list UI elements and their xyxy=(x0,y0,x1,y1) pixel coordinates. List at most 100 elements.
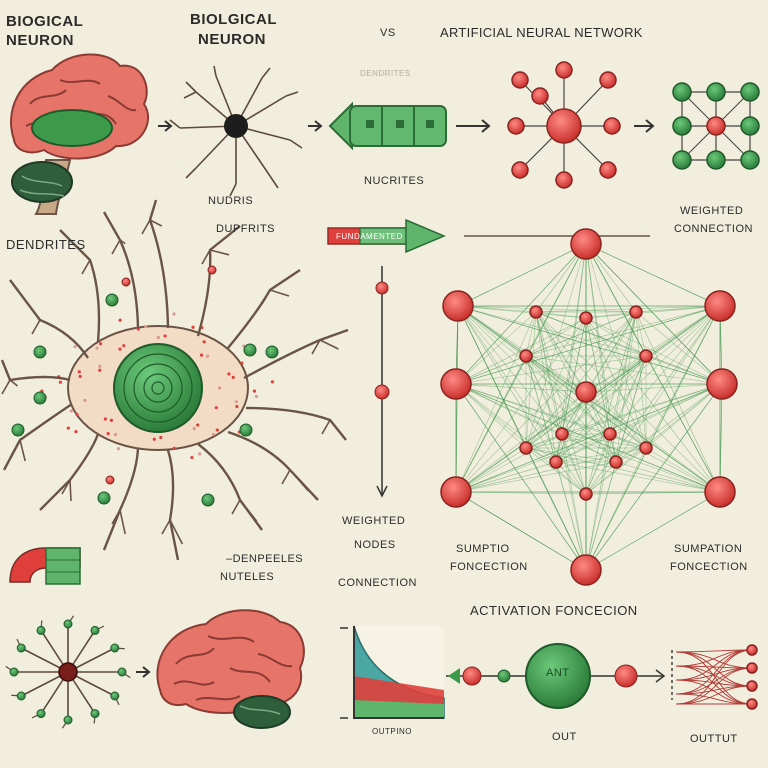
dupfrits-label: DUPFRITS xyxy=(216,223,275,235)
network-icon xyxy=(507,61,621,189)
network-node xyxy=(519,441,533,455)
connection-line xyxy=(635,311,647,357)
membrane-dot xyxy=(227,372,231,376)
connection-line xyxy=(555,461,587,495)
connection-line xyxy=(455,447,647,493)
network-node xyxy=(511,71,529,89)
membrane-dot xyxy=(234,400,238,404)
arrow-icon xyxy=(456,119,491,133)
network-node xyxy=(629,305,643,319)
connection-line xyxy=(561,433,617,463)
synapse-node xyxy=(110,643,120,653)
connection-line xyxy=(525,355,587,393)
connection-line xyxy=(585,305,721,319)
connection-line xyxy=(609,355,647,435)
mid-title-line2: NEURON xyxy=(198,31,267,48)
dendrite-twig xyxy=(111,509,126,535)
connection-line xyxy=(525,447,587,571)
membrane-dot xyxy=(190,455,194,460)
ant-node-label: ANT xyxy=(546,667,570,679)
connection-line xyxy=(615,383,723,463)
connection-line xyxy=(525,355,587,495)
arrow-icon xyxy=(308,120,323,132)
synapse-node xyxy=(265,345,279,359)
connection-line xyxy=(455,383,563,435)
network-node xyxy=(706,368,738,400)
synapse-node xyxy=(121,277,131,287)
membrane-dot xyxy=(206,354,210,358)
membrane-dot xyxy=(98,342,103,346)
membrane-dot xyxy=(231,375,235,379)
connection-line xyxy=(585,383,723,393)
dendrite-twig xyxy=(261,289,290,305)
connection-line xyxy=(525,391,587,449)
left-title-line2: NEURON xyxy=(6,32,75,49)
connection-line xyxy=(455,461,617,493)
out-label: OUT xyxy=(552,731,577,743)
dendrite-twig xyxy=(81,259,92,275)
synapse-node xyxy=(201,493,215,507)
weighted-connection-line1: WEIGHTED xyxy=(680,205,744,217)
membrane-dot xyxy=(116,447,121,451)
membrane-dot xyxy=(156,336,160,340)
connection-line xyxy=(525,243,587,357)
network-center-node xyxy=(546,108,582,144)
connection-line xyxy=(585,461,617,495)
network-node xyxy=(570,554,602,586)
membrane-dot xyxy=(98,368,102,372)
connection-line xyxy=(457,305,587,571)
membrane-dot xyxy=(66,426,70,430)
membrane-dot xyxy=(215,428,219,432)
connection-line xyxy=(585,433,611,571)
dendrite-twig xyxy=(61,479,72,502)
connection-line xyxy=(535,311,587,571)
output-connection xyxy=(675,679,753,687)
vs-label: VS xyxy=(380,27,396,39)
network-node xyxy=(639,349,653,363)
network-node xyxy=(672,116,692,136)
connection-line xyxy=(455,311,637,493)
membrane-dot xyxy=(74,429,78,434)
connection-line xyxy=(585,311,637,571)
connection-line xyxy=(585,391,647,449)
synapse-node xyxy=(9,667,19,677)
dendrite-twig xyxy=(321,419,346,439)
network-node xyxy=(579,487,593,501)
connection-line xyxy=(455,383,557,463)
connection-line xyxy=(561,383,723,435)
network-node xyxy=(555,171,573,189)
network-node xyxy=(706,150,726,170)
weighted-nodes-line1: WEIGHTED xyxy=(342,515,406,527)
network-node xyxy=(599,161,617,179)
dendrites-label: DENDRITES xyxy=(6,237,86,252)
connection-line xyxy=(535,311,617,463)
connection-line xyxy=(585,491,721,571)
connection-line xyxy=(561,433,587,495)
nuteles-label: NUTELES xyxy=(220,571,275,583)
connection-line xyxy=(561,433,721,493)
connection-line xyxy=(609,305,721,435)
brain-icon xyxy=(10,53,150,215)
connection-line xyxy=(457,305,647,449)
membrane-dot xyxy=(78,374,82,379)
network-node xyxy=(555,61,573,79)
membrane-dot xyxy=(202,340,206,344)
connection-line xyxy=(535,311,721,493)
connection-line xyxy=(585,317,721,493)
mid-title-line1: BIOLGICAL xyxy=(190,11,277,28)
connection-line xyxy=(455,355,647,385)
connection-line xyxy=(585,311,637,393)
connection-line xyxy=(535,305,721,313)
connection-line xyxy=(525,317,587,449)
membrane-dot xyxy=(198,452,202,456)
connection-line xyxy=(585,305,721,393)
membrane-dot xyxy=(240,361,244,365)
connection-line xyxy=(455,243,587,385)
synapse-node xyxy=(105,293,119,307)
connection-line xyxy=(525,355,723,385)
outpino-label: OUTPINO xyxy=(372,727,412,736)
dendrite-branch xyxy=(102,211,140,329)
synapse-node xyxy=(207,265,217,275)
connection-line xyxy=(535,311,587,319)
